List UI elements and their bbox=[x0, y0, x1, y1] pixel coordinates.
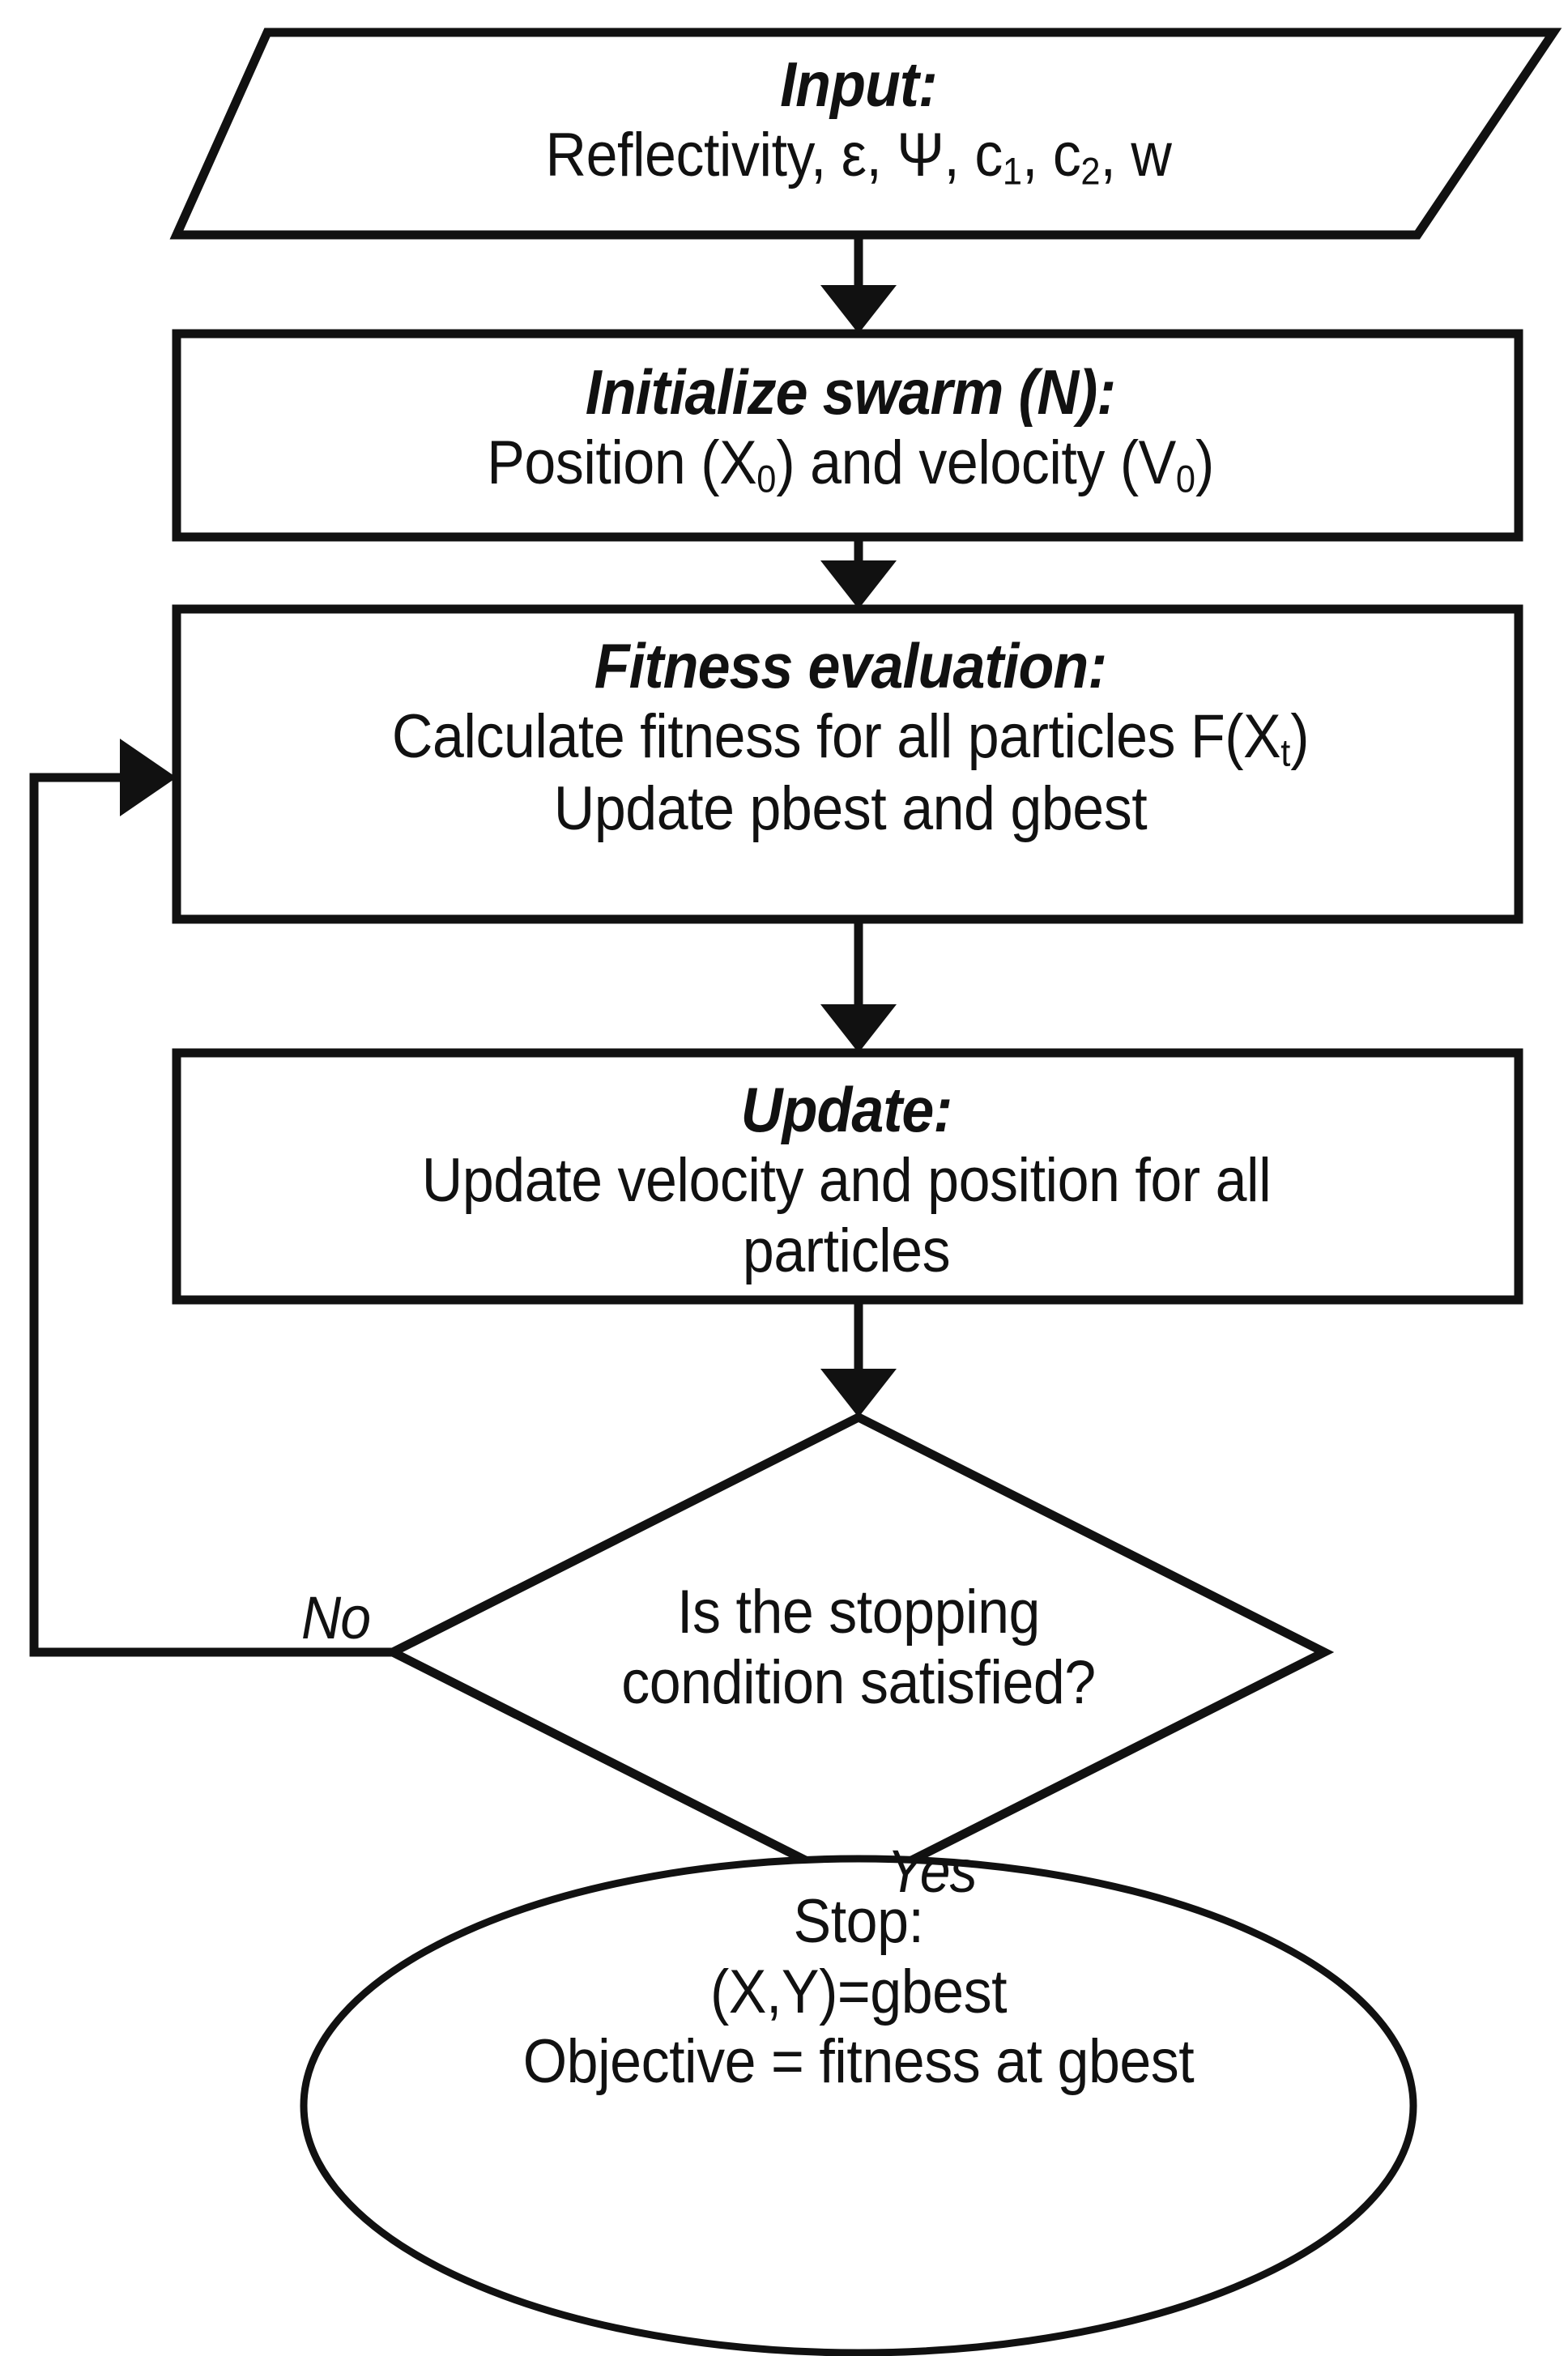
edge-label-yes: Yes bbox=[887, 1838, 978, 1905]
fitness-header: Fitness evaluation: bbox=[594, 630, 1107, 701]
arrowhead-input-to-initialize bbox=[820, 285, 897, 334]
input-node-text: Input: Reflectivity, ε, Ψ, c1, c2, w bbox=[277, 49, 1439, 193]
fitness-subscript-t: t bbox=[1280, 731, 1291, 774]
initialize-subscript-x0: 0 bbox=[756, 457, 777, 501]
update-body-line-1: Update velocity and position for all bbox=[421, 1145, 1272, 1215]
update-box bbox=[172, 1048, 1523, 1305]
update-header: Update: bbox=[740, 1074, 953, 1145]
fitness-body-line-2: Update pbest and gbest bbox=[553, 773, 1148, 843]
edge-label-no: No bbox=[301, 1584, 371, 1651]
arrowhead-no-feedback-loop bbox=[120, 739, 177, 816]
input-header: Input: bbox=[780, 49, 938, 120]
stop-ellipse bbox=[300, 1855, 1417, 2356]
fitness-node-text: Fitness evaluation: Calculate fitness fo… bbox=[247, 630, 1454, 845]
initialize-subscript-v0: 0 bbox=[1175, 457, 1195, 501]
input-subscript-1: 1 bbox=[1002, 149, 1022, 193]
stop-line-1: (X,Y)=gbest bbox=[709, 1957, 1008, 2026]
connector-no-feedback-loop bbox=[29, 773, 393, 1657]
arrowhead-fitness-to-update bbox=[820, 1004, 897, 1053]
initialize-box bbox=[172, 329, 1523, 542]
arrowhead-update-to-decision bbox=[820, 1369, 897, 1417]
initialize-node-text: Initialize swarm (N): Position (X0) and … bbox=[247, 356, 1454, 501]
stop-line-2: Objective = fitness at gbest bbox=[522, 2027, 1195, 2097]
stop-header: Stop: bbox=[793, 1887, 924, 1956]
decision-line-1: Is the stopping bbox=[677, 1578, 1040, 1647]
update-body-line-2: particles bbox=[742, 1216, 951, 1285]
stop-node-text: Stop: (X,Y)=gbest Objective = fitness at… bbox=[314, 1887, 1402, 2098]
decision-line-2: condition satisfied? bbox=[621, 1647, 1096, 1717]
initialize-header: Initialize swarm (N): bbox=[585, 356, 1116, 428]
fitness-body-line-1: Calculate fitness for all particles F(Xt… bbox=[391, 701, 1310, 774]
input-parallelogram bbox=[169, 28, 1562, 240]
input-subscript-2: 2 bbox=[1080, 149, 1101, 193]
arrowhead-initialize-to-fitness bbox=[820, 560, 897, 609]
update-node-text: Update: Update velocity and position for… bbox=[283, 1074, 1408, 1286]
fitness-evaluation-box bbox=[172, 604, 1523, 924]
decision-node-text: Is the stopping condition satisfied? bbox=[441, 1578, 1276, 1718]
initialize-body: Position (X0) and velocity (V0) bbox=[487, 428, 1214, 501]
input-parameters: Reflectivity, ε, Ψ, c1, c2, w bbox=[545, 120, 1172, 193]
